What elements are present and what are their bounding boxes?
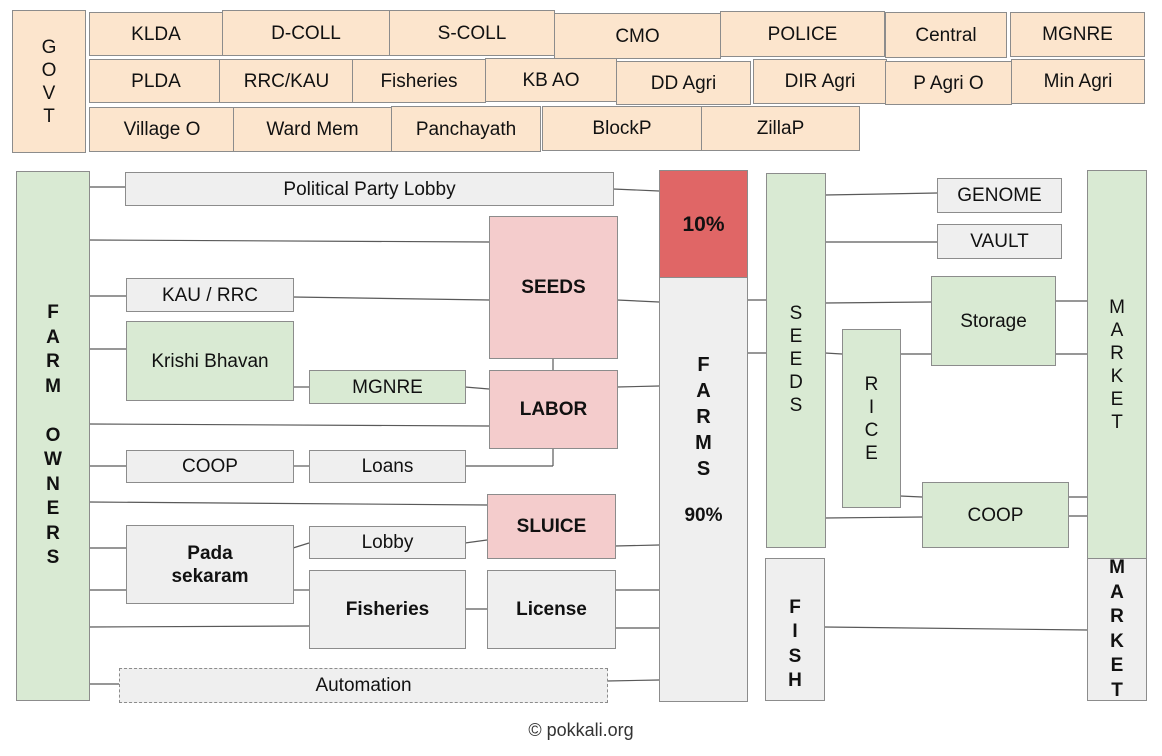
loans-box: Loans — [309, 450, 466, 483]
seeds-column: S E E D S — [766, 173, 826, 548]
automation-box: Automation — [119, 668, 608, 703]
govt-box-plda: PLDA — [89, 59, 223, 103]
vault-box: VAULT — [937, 224, 1062, 259]
krishi-bhavan-box: Krishi Bhavan — [126, 321, 294, 401]
govt-box-central: Central — [885, 12, 1007, 58]
govt-box-rrc-kau: RRC/KAU — [219, 59, 354, 103]
govt-box-d-coll: D-COLL — [222, 10, 390, 56]
fish-column: F I S H — [765, 558, 825, 701]
copyright-footer: © pokkali.org — [528, 720, 634, 740]
govt-box-klda: KLDA — [89, 12, 223, 56]
govt-box-blockp: BlockP — [542, 106, 702, 151]
govt-box-panchayath: Panchayath — [391, 106, 541, 152]
political-party-lobby-box: Political Party Lobby — [125, 172, 614, 206]
fisheries-box: Fisheries — [309, 570, 466, 649]
market-column-top: M A R K E T — [1087, 170, 1147, 559]
rice-column: R I C E — [842, 329, 901, 508]
govt-box-dir-agri: DIR Agri — [753, 59, 887, 104]
farms-90-percent-label: 90% — [684, 505, 723, 526]
genome-box: GENOME — [937, 178, 1062, 213]
govt-box-fisheries: Fisheries — [352, 59, 486, 103]
pada-sekaram-box: Pada sekaram — [126, 525, 294, 604]
govt-box-zillap: ZillaP — [701, 106, 860, 151]
farms-10-percent-box: 10% — [659, 170, 748, 278]
govt-box-kb-ao: KB AO — [485, 58, 617, 102]
farms-column: F A R M S 90% — [659, 277, 748, 702]
coop-right-box: COOP — [922, 482, 1069, 548]
kau-rrc-box: KAU / RRC — [126, 278, 294, 312]
govt-box-cmo: CMO — [554, 13, 721, 59]
govt-box-ward-mem: Ward Mem — [233, 107, 392, 152]
govt-box-police: POLICE — [720, 11, 885, 57]
lobby-box: Lobby — [309, 526, 466, 559]
govt-box-min-agri: Min Agri — [1011, 59, 1145, 104]
storage-box: Storage — [931, 276, 1056, 366]
govt-box-village-o: Village O — [89, 107, 235, 152]
farm-owners-column: F A R M O W N E R S — [16, 171, 90, 701]
govt-box-s-coll: S-COLL — [389, 10, 555, 56]
license-box: License — [487, 570, 616, 649]
farms-label: F A R M S — [695, 354, 712, 480]
seeds-box: SEEDS — [489, 216, 618, 359]
govt-box-p-agri-o: P Agri O — [885, 61, 1012, 105]
sluice-box: SLUICE — [487, 494, 616, 559]
govt-box-dd-agri: DD Agri — [616, 61, 751, 105]
govt-label-box: G O V T — [12, 10, 86, 153]
market-column-bottom: M A R K E T — [1087, 557, 1147, 701]
coop-left-box: COOP — [126, 450, 294, 483]
govt-box-mgnre: MGNRE — [1010, 12, 1145, 57]
labor-box: LABOR — [489, 370, 618, 449]
mgnre-box: MGNRE — [309, 370, 466, 404]
